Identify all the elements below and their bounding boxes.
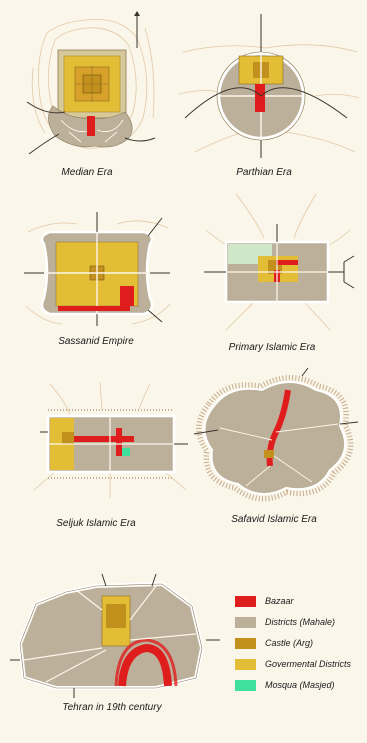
legend-item-castle: Castle (Arg)	[235, 634, 365, 652]
legend-item-mosque: Mosqua (Masjed)	[235, 676, 365, 694]
legend-label-districts: Districts (Mahale)	[265, 617, 335, 627]
caption-seljuk-islamic-era: Seljuk Islamic Era	[56, 518, 135, 529]
legend-label-castle: Castle (Arg)	[265, 638, 313, 648]
legend: Bazaar Districts (Mahale) Castle (Arg) G…	[235, 592, 365, 697]
caption-sassanid-empire: Sassanid Empire	[58, 336, 134, 347]
legend-item-governmental: Govermental Districts	[235, 655, 365, 673]
legend-item-districts: Districts (Mahale)	[235, 613, 365, 631]
legend-label-governmental: Govermental Districts	[265, 659, 351, 669]
caption-tehran-19th-century: Tehran in 19th century	[62, 702, 161, 713]
sassanid-empire-map	[22, 210, 172, 328]
seljuk-islamic-era-map	[30, 380, 190, 500]
caption-parthian-era: Parthian Era	[236, 167, 292, 178]
legend-swatch-governmental	[235, 659, 256, 670]
legend-swatch-districts	[235, 617, 256, 628]
legend-swatch-bazaar	[235, 596, 256, 607]
caption-safavid-islamic-era: Safavid Islamic Era	[231, 514, 317, 525]
safavid-islamic-era-map	[190, 366, 362, 506]
legend-label-mosque: Mosqua (Masjed)	[265, 680, 335, 690]
tehran-19th-century-map	[6, 570, 226, 700]
median-era-map	[25, 8, 160, 158]
caption-median-era: Median Era	[61, 167, 112, 178]
legend-swatch-mosque	[235, 680, 256, 691]
parthian-era-map	[175, 12, 360, 160]
primary-islamic-era-map	[196, 190, 360, 338]
legend-swatch-castle	[235, 638, 256, 649]
legend-item-bazaar: Bazaar	[235, 592, 365, 610]
legend-label-bazaar: Bazaar	[265, 596, 294, 606]
caption-primary-islamic-era: Primary Islamic Era	[229, 342, 316, 353]
